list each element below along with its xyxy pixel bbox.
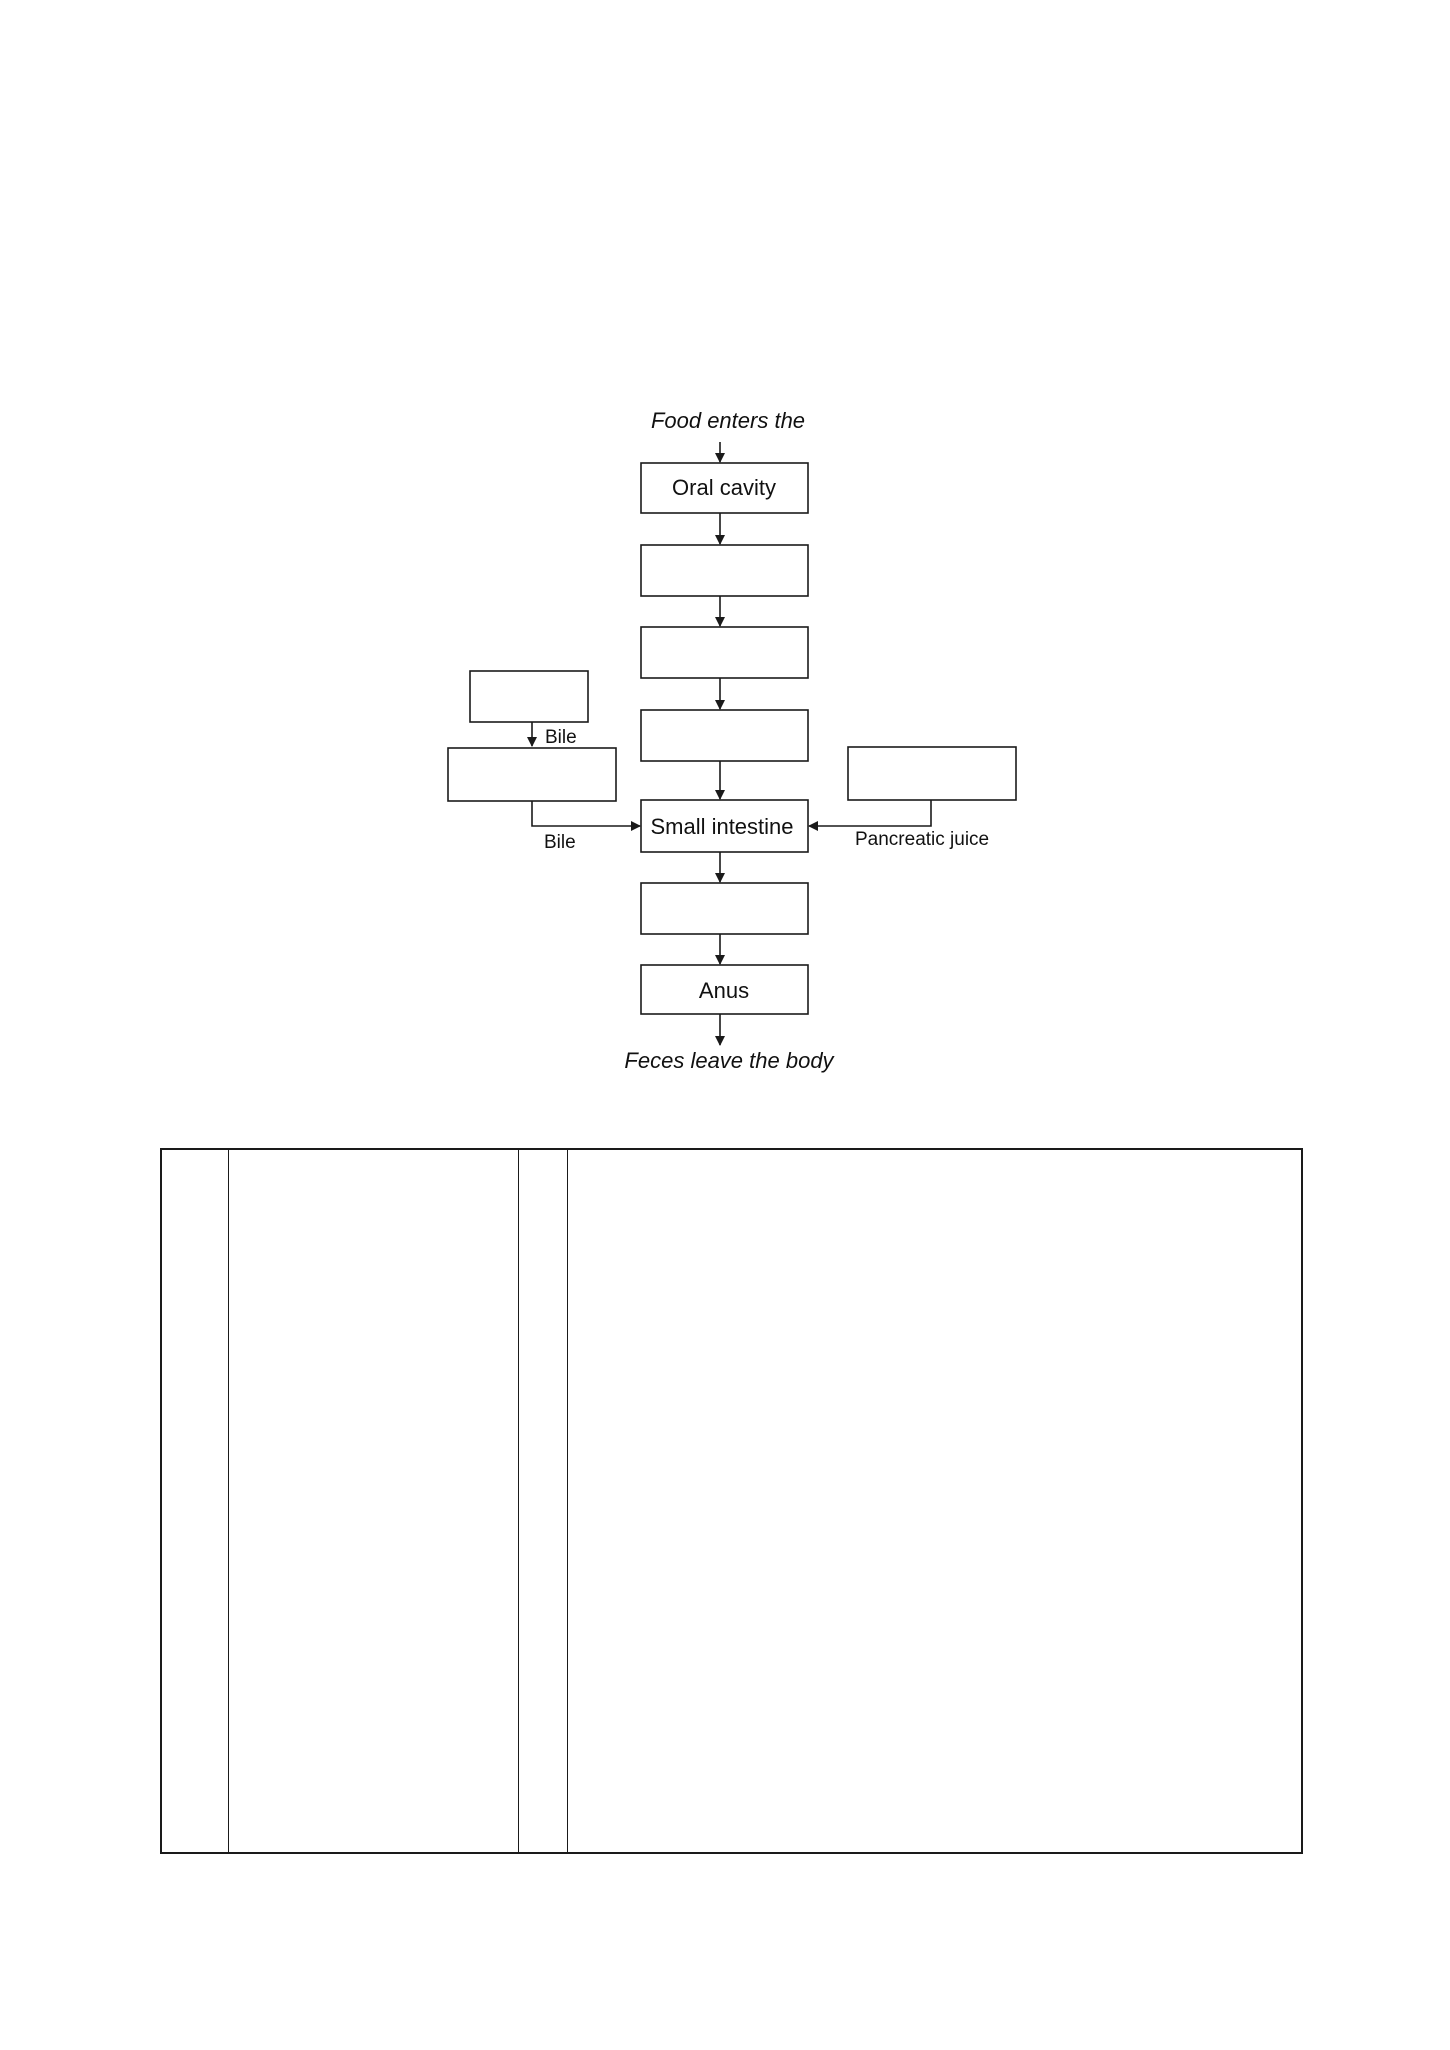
stage-box-oral-cavity [640, 462, 809, 514]
stage-box-blank-3 [640, 626, 809, 679]
pancreatic-juice-label: Pancreatic juice [855, 829, 989, 850]
table-cell-description[interactable] [566, 1148, 1303, 1854]
stage-box-blank-4 [640, 709, 809, 762]
top-label: Food enters the [651, 408, 805, 433]
stage-box-blank-2 [640, 544, 809, 597]
answer-table [160, 1148, 1303, 1854]
arrow-right-to-small-intestine [808, 800, 932, 831]
arrow-lower-left-to-small-intestine [531, 801, 641, 831]
table-row [160, 1148, 1303, 1854]
side-box-upper-left [469, 670, 589, 723]
table-cell-number[interactable] [160, 1148, 229, 1854]
bile-label-upper: Bile [545, 727, 577, 748]
digestive-flowchart: Food enters the Oral cavity Small intest… [447, 408, 1017, 1073]
stage-box-blank-6 [640, 882, 809, 935]
stage-label-anus: Anus [699, 978, 749, 1003]
stage-label-oral-cavity: Oral cavity [672, 475, 776, 500]
side-box-lower-left [447, 747, 617, 802]
table-cell-organ[interactable] [227, 1148, 519, 1854]
side-box-right [847, 746, 1017, 801]
bottom-label: Feces leave the body [624, 1048, 835, 1073]
stage-box-small-intestine [640, 799, 809, 853]
table-cell-letter[interactable] [517, 1148, 568, 1854]
bile-label-lower: Bile [544, 832, 576, 853]
stage-box-anus [640, 964, 809, 1015]
stage-label-small-intestine: Small intestine [650, 814, 793, 839]
